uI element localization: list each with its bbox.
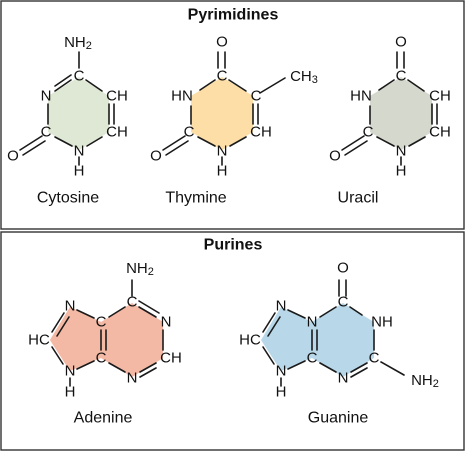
- svg-text:HC: HC: [239, 332, 261, 349]
- svg-text:C: C: [363, 124, 374, 141]
- svg-text:N: N: [41, 88, 52, 105]
- cytosine-label: Cytosine: [37, 190, 99, 207]
- purines-panel: [0, 231, 465, 451]
- svg-text:NH2: NH2: [411, 372, 439, 391]
- svg-text:N: N: [127, 370, 138, 387]
- svg-text:N: N: [65, 363, 76, 380]
- svg-text:C: C: [338, 294, 349, 311]
- svg-text:N: N: [74, 143, 85, 160]
- svg-text:C: C: [217, 68, 228, 85]
- svg-text:N: N: [307, 314, 318, 331]
- thymine-label: Thymine: [165, 190, 226, 207]
- svg-text:NH2: NH2: [64, 34, 92, 53]
- svg-text:H: H: [74, 163, 85, 180]
- svg-text:C: C: [74, 68, 85, 85]
- svg-text:C: C: [307, 350, 318, 367]
- svg-text:N: N: [396, 143, 407, 160]
- svg-text:O: O: [329, 148, 341, 165]
- pyrimidines-heading: Pyrimidines: [188, 7, 279, 24]
- svg-text:N: N: [217, 143, 228, 160]
- thymine-ring-fill: [191, 77, 253, 150]
- svg-text:H: H: [396, 163, 407, 180]
- svg-text:N: N: [338, 370, 349, 387]
- uracil-label: Uracil: [338, 190, 379, 207]
- svg-text:C: C: [184, 124, 195, 141]
- svg-text:CH: CH: [429, 124, 451, 141]
- svg-text:HN: HN: [350, 88, 372, 105]
- svg-text:CH: CH: [160, 350, 182, 367]
- svg-text:H: H: [65, 384, 76, 401]
- svg-text:N: N: [276, 298, 287, 315]
- svg-text:C: C: [369, 350, 380, 367]
- svg-text:CH3: CH3: [290, 68, 318, 87]
- svg-text:N: N: [161, 314, 172, 331]
- svg-text:C: C: [251, 88, 262, 105]
- svg-text:O: O: [216, 34, 228, 51]
- svg-text:CH: CH: [250, 124, 272, 141]
- svg-text:CH: CH: [106, 88, 128, 105]
- svg-text:O: O: [7, 148, 19, 165]
- svg-text:O: O: [337, 260, 349, 277]
- uracil-structure: O C CH CH N H C HN O: [329, 34, 451, 180]
- thymine-structure: O C CH3 C CH N H C HN O: [150, 34, 318, 180]
- uracil-ring-fill: [370, 77, 432, 150]
- svg-text:O: O: [150, 148, 162, 165]
- svg-text:C: C: [96, 314, 107, 331]
- guanine-ring-fill: [312, 303, 374, 377]
- svg-text:C: C: [41, 124, 52, 141]
- svg-text:N: N: [65, 298, 76, 315]
- svg-text:C: C: [396, 68, 407, 85]
- svg-text:CH: CH: [429, 88, 451, 105]
- svg-text:C: C: [127, 294, 138, 311]
- svg-text:CH: CH: [106, 124, 128, 141]
- purines-heading: Purines: [204, 237, 263, 254]
- adenine-label: Adenine: [74, 410, 133, 427]
- svg-text:C: C: [96, 350, 107, 367]
- cytosine-ring-fill: [48, 77, 109, 150]
- pyrimidines-panel: [0, 0, 465, 230]
- svg-text:H: H: [217, 163, 228, 180]
- svg-text:NH2: NH2: [126, 260, 154, 279]
- cytosine-structure: NH2 C CH CH N H C N O: [7, 34, 128, 180]
- svg-text:H: H: [276, 384, 287, 401]
- svg-text:N: N: [276, 363, 287, 380]
- svg-text:NH: NH: [371, 314, 393, 331]
- guanine-label: Guanine: [308, 410, 369, 427]
- svg-text:HC: HC: [28, 332, 50, 349]
- adenine-structure: NH2 C N CH N C C N HC N H: [28, 260, 182, 401]
- guanine-structure: O C NH C N C N N HC N H NH2: [239, 260, 439, 401]
- svg-text:HN: HN: [171, 88, 193, 105]
- svg-text:O: O: [395, 34, 407, 51]
